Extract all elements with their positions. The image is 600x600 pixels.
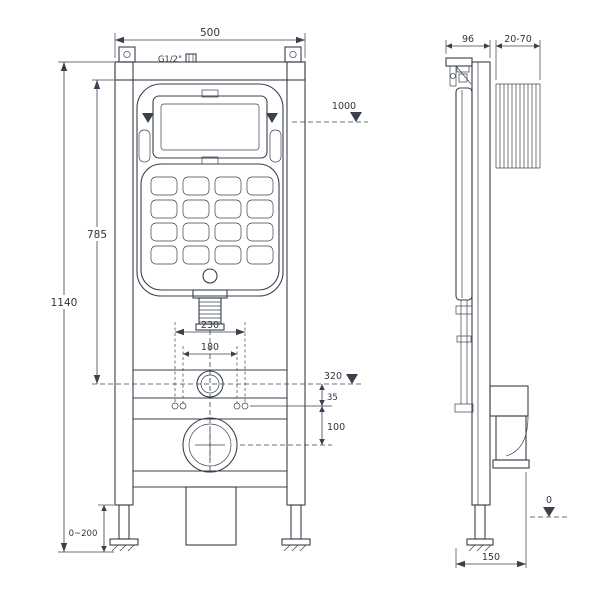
dim-hole-offset: 35	[327, 393, 338, 403]
dim-height-to-outlet: 785	[87, 229, 107, 241]
dim-outlet-level: 320	[324, 371, 342, 382]
dim-total-height: 1140	[51, 297, 78, 309]
level-triangle-right	[266, 113, 278, 123]
side-dimensions: 96 20-70 150 0	[445, 34, 568, 568]
dim-floor-level: 0	[546, 495, 552, 506]
front-frame	[109, 46, 311, 552]
side-drain-elbow	[489, 385, 530, 469]
outlet-box	[185, 486, 237, 546]
side-cistern	[454, 65, 474, 413]
level-triangle-1000	[350, 112, 362, 122]
dim-frame-depth: 96	[462, 34, 474, 45]
level-triangle-320	[346, 374, 358, 384]
dim-wall-distance: 20-70	[504, 34, 532, 45]
side-frame	[445, 57, 494, 552]
dim-width: 500	[200, 27, 220, 39]
dim-outlet-distance: 150	[482, 552, 500, 563]
dim-supply-level: 1000	[332, 101, 356, 112]
level-triangle-0	[543, 507, 555, 517]
dim-leg-adjust: 0~200	[69, 529, 98, 539]
dim-bolt-inner: 180	[201, 342, 219, 353]
side-wall-section	[495, 83, 541, 169]
level-triangle-left	[142, 113, 154, 123]
front-dimensions: 500 G1/2" 1000 1140 785 230 180 320 35 1…	[46, 27, 362, 553]
front-housing	[136, 83, 284, 297]
label-supply: G1/2"	[158, 55, 182, 65]
cistern	[140, 163, 280, 331]
front-centerlines	[92, 121, 368, 474]
dim-drain-offset: 100	[327, 422, 345, 433]
dim-bolt-outer: 230	[201, 320, 219, 331]
